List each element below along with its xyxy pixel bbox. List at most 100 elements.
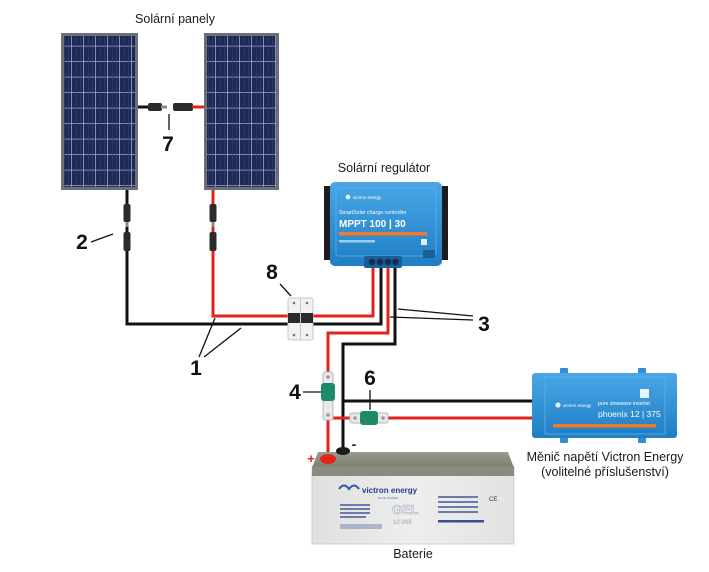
positive-sign: +	[307, 451, 315, 466]
victron-logo-icon	[555, 402, 561, 408]
callout-3: 3	[478, 313, 490, 336]
solar-panel-right	[204, 33, 279, 190]
solar-charge-controller: victron energy SmartSolar charge control…	[324, 182, 448, 268]
inverter-fuse	[349, 411, 389, 425]
callout-7: 7	[162, 133, 174, 156]
inverter-model: phoenix 12 | 375	[598, 409, 661, 419]
mc4-upper	[209, 204, 217, 222]
fuse-bolt	[326, 413, 330, 417]
battery-fuse	[321, 371, 335, 421]
victron-logo-icon	[345, 194, 351, 200]
callout-4: 4	[289, 381, 301, 404]
battery-chemistry: GEL	[392, 502, 419, 517]
battery-positive-terminal	[320, 454, 336, 464]
inverter-orange-stripe	[553, 424, 656, 428]
battery-warning-icons	[340, 524, 382, 529]
breaker-screw	[292, 301, 296, 305]
callout-3-leader-positive	[389, 316, 474, 321]
inverter-brand: victron energy	[563, 403, 592, 408]
battery-caption: Baterie	[393, 547, 433, 561]
mc4-male	[148, 103, 162, 111]
terminal-pv-positive	[368, 258, 376, 266]
inverter-mount-tab	[560, 368, 568, 374]
qr-code-icon	[640, 389, 649, 398]
mc4-lower	[209, 232, 217, 251]
callout-2: 2	[76, 231, 88, 254]
negative-sign: -	[352, 436, 357, 452]
inverter-mount-tab	[638, 437, 646, 443]
qr-code-icon	[421, 239, 427, 245]
dc-circuit-breaker	[287, 297, 314, 341]
battery-spec-text	[438, 501, 478, 503]
battery-spec-text	[340, 512, 370, 514]
battery-brand: victron energy	[362, 486, 418, 495]
battery-negative-terminal	[336, 447, 350, 455]
battery-spec-text	[340, 504, 370, 506]
callout-8-leader	[279, 283, 292, 297]
terminal-pv-negative	[376, 258, 384, 266]
battery-lid-rim	[312, 466, 514, 476]
callout-1-leader-positive	[198, 317, 216, 358]
mc4-upper	[123, 204, 131, 222]
battery-spec-text	[340, 508, 370, 510]
inverter-panel-outline	[544, 376, 666, 435]
battery-spec-text	[438, 511, 478, 513]
mc4-pin	[211, 222, 215, 227]
terminal-battery-positive	[384, 258, 392, 266]
battery-model: 12-265	[393, 520, 412, 526]
controller-right-flange	[438, 186, 448, 260]
controller-body	[330, 182, 442, 266]
ve-direct-port	[423, 250, 435, 258]
fuse-bolt	[326, 375, 330, 379]
battery-wire-positive	[326, 268, 390, 457]
callout-2-leader	[90, 233, 114, 243]
controller-series: SmartSolar charge controller	[339, 210, 407, 216]
inverter-mount-tab	[638, 368, 646, 374]
controller-cert-icons	[339, 240, 375, 243]
controller-left-flange	[324, 186, 334, 260]
inverter-caption-note: (volitelné příslušenství)	[541, 465, 669, 479]
inverter-caption: Měnič napětí Victron Energy	[527, 450, 685, 464]
battery: victron energy BLUE POWER GEL 12-265 CE	[311, 447, 515, 545]
ce-mark-icon: CE	[489, 497, 497, 503]
solar-regulator-label: Solární regulátor	[338, 161, 430, 175]
callout-1: 1	[190, 357, 202, 380]
controller-brand: victron energy	[353, 195, 382, 200]
panel-cells	[64, 36, 135, 187]
callout-1-leader-negative	[203, 327, 242, 358]
panel-cells	[207, 36, 276, 187]
battery-lid	[312, 452, 514, 468]
fuse-body	[321, 383, 335, 401]
terminal-battery-negative	[392, 258, 399, 266]
controller-orange-stripe	[339, 232, 427, 236]
battery-tagline: BLUE POWER	[378, 496, 399, 500]
solar-panels-label: Solární panely	[135, 12, 216, 26]
pv-mc4-connector-negative	[123, 204, 131, 251]
battery-spec-text	[340, 516, 366, 518]
series-mc4-connector	[138, 103, 204, 111]
breaker-screw	[292, 333, 296, 337]
fuse-bolt	[381, 416, 385, 420]
controller-model: MPPT 100 | 30	[339, 219, 406, 230]
victron-logo-icon	[338, 484, 360, 491]
callout-6: 6	[364, 367, 376, 390]
inverter: victron energy pure sinewave inverter ph…	[532, 368, 677, 443]
mc4-pin	[161, 105, 167, 109]
mc4-pin	[125, 222, 129, 227]
inverter-mount-tab	[560, 437, 568, 443]
fuse-body	[360, 411, 378, 425]
pv-mc4-connector-positive	[209, 204, 217, 251]
mc4-female	[173, 103, 193, 111]
solar-panel-left	[61, 33, 138, 190]
pv-wire-negative	[125, 190, 383, 326]
inverter-type: pure sinewave inverter	[598, 401, 650, 407]
mc4-lower	[123, 232, 131, 251]
fuse-bolt	[353, 416, 357, 420]
battery-website-text	[438, 520, 484, 523]
battery-wire-negative	[341, 268, 397, 450]
battery-spec-text	[438, 496, 478, 498]
callout-8: 8	[266, 261, 278, 284]
breaker-screw	[305, 333, 309, 337]
callout-3-leader-negative	[397, 308, 474, 317]
